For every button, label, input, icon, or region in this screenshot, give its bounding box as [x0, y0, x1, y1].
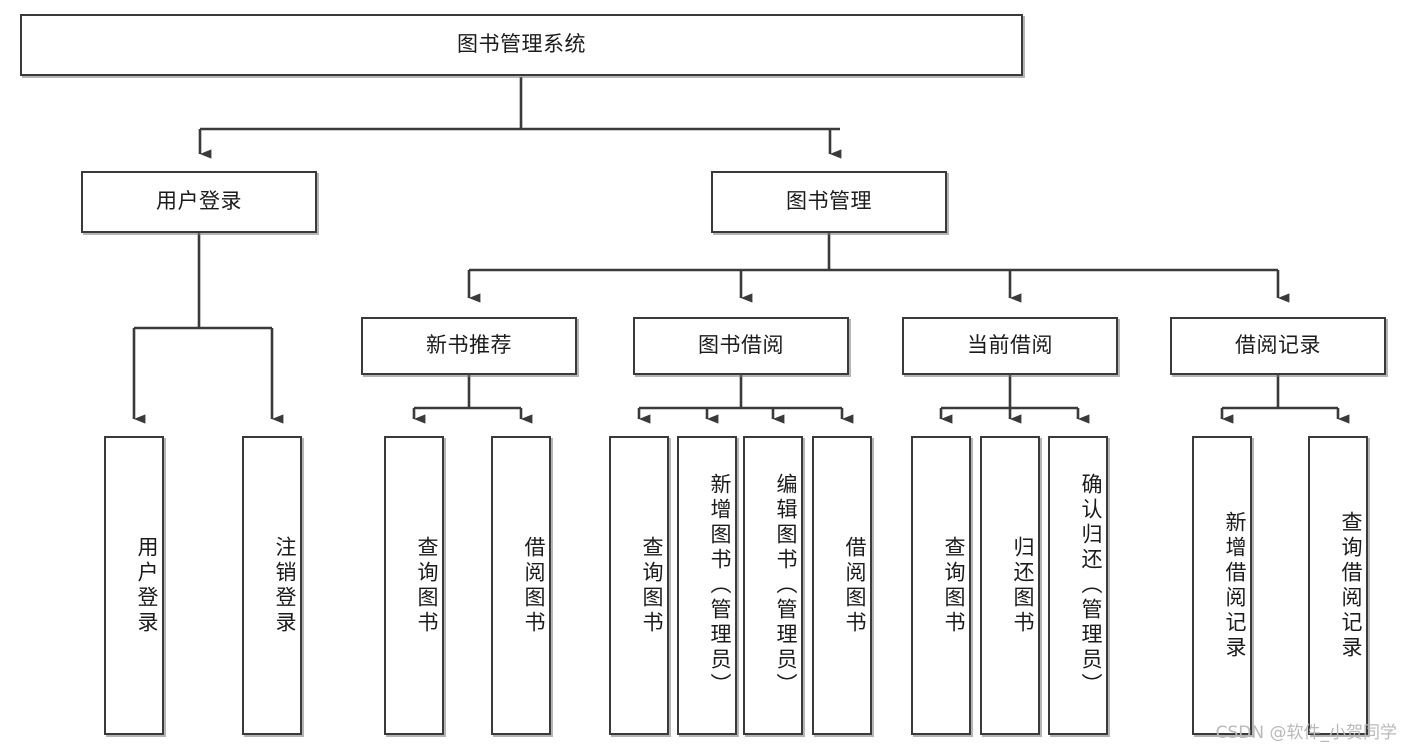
node-leaf-cb-return-book-label: 归还图书	[1011, 535, 1035, 636]
node-leaf-user-login[interactable]: 用户登录	[104, 436, 164, 735]
node-borrow-record-label: 借阅记录	[1235, 333, 1321, 358]
node-book-borrow-label: 图书借阅	[698, 333, 784, 358]
node-book-management[interactable]: 图书管理	[711, 171, 947, 233]
node-new-book-recommend[interactable]: 新书推荐	[361, 317, 577, 375]
node-leaf-cb-query-book-label: 查询图书	[942, 535, 966, 636]
node-leaf-bb-borrow-book[interactable]: 借阅图书	[812, 436, 872, 735]
node-leaf-bb-edit-book-admin-label: 编辑图书（管理员）	[774, 473, 798, 698]
node-leaf-nbr-query-book[interactable]: 查询图书	[384, 436, 444, 735]
node-borrow-record[interactable]: 借阅记录	[1170, 317, 1386, 375]
node-current-borrow[interactable]: 当前借阅	[902, 317, 1118, 375]
node-leaf-user-login-label: 用户登录	[135, 535, 159, 636]
node-leaf-bb-query-book[interactable]: 查询图书	[609, 436, 669, 735]
node-root[interactable]: 图书管理系统	[20, 14, 1023, 76]
node-leaf-logout[interactable]: 注销登录	[242, 436, 302, 735]
node-leaf-bb-borrow-book-label: 借阅图书	[843, 535, 867, 636]
watermark: CSDN @软件_小贺同学	[1215, 723, 1397, 743]
node-leaf-bb-query-book-label: 查询图书	[640, 535, 664, 636]
node-leaf-cb-query-book[interactable]: 查询图书	[911, 436, 971, 735]
node-leaf-nbr-borrow-book-label: 借阅图书	[522, 535, 546, 636]
node-leaf-br-add-record-label: 新增借阅记录	[1223, 510, 1247, 661]
node-user-login[interactable]: 用户登录	[81, 171, 317, 233]
node-book-management-label: 图书管理	[786, 189, 872, 214]
node-leaf-bb-add-book-admin-label: 新增图书（管理员）	[708, 473, 732, 698]
node-leaf-cb-confirm-return-admin-label: 确认归还（管理员）	[1079, 473, 1103, 698]
node-leaf-br-add-record[interactable]: 新增借阅记录	[1192, 436, 1252, 735]
node-leaf-cb-confirm-return-admin[interactable]: 确认归还（管理员）	[1048, 436, 1108, 735]
node-leaf-br-query-record-label: 查询借阅记录	[1339, 510, 1363, 661]
node-user-login-label: 用户登录	[156, 189, 242, 214]
node-leaf-nbr-borrow-book[interactable]: 借阅图书	[491, 436, 551, 735]
node-book-borrow[interactable]: 图书借阅	[633, 317, 849, 375]
node-leaf-logout-label: 注销登录	[273, 535, 297, 636]
node-leaf-cb-return-book[interactable]: 归还图书	[980, 436, 1040, 735]
node-leaf-bb-edit-book-admin[interactable]: 编辑图书（管理员）	[743, 436, 803, 735]
node-current-borrow-label: 当前借阅	[967, 333, 1053, 358]
node-leaf-nbr-query-book-label: 查询图书	[415, 535, 439, 636]
node-leaf-br-query-record[interactable]: 查询借阅记录	[1308, 436, 1368, 735]
node-root-label: 图书管理系统	[457, 32, 586, 57]
node-leaf-bb-add-book-admin[interactable]: 新增图书（管理员）	[677, 436, 737, 735]
node-new-book-recommend-label: 新书推荐	[426, 333, 512, 358]
